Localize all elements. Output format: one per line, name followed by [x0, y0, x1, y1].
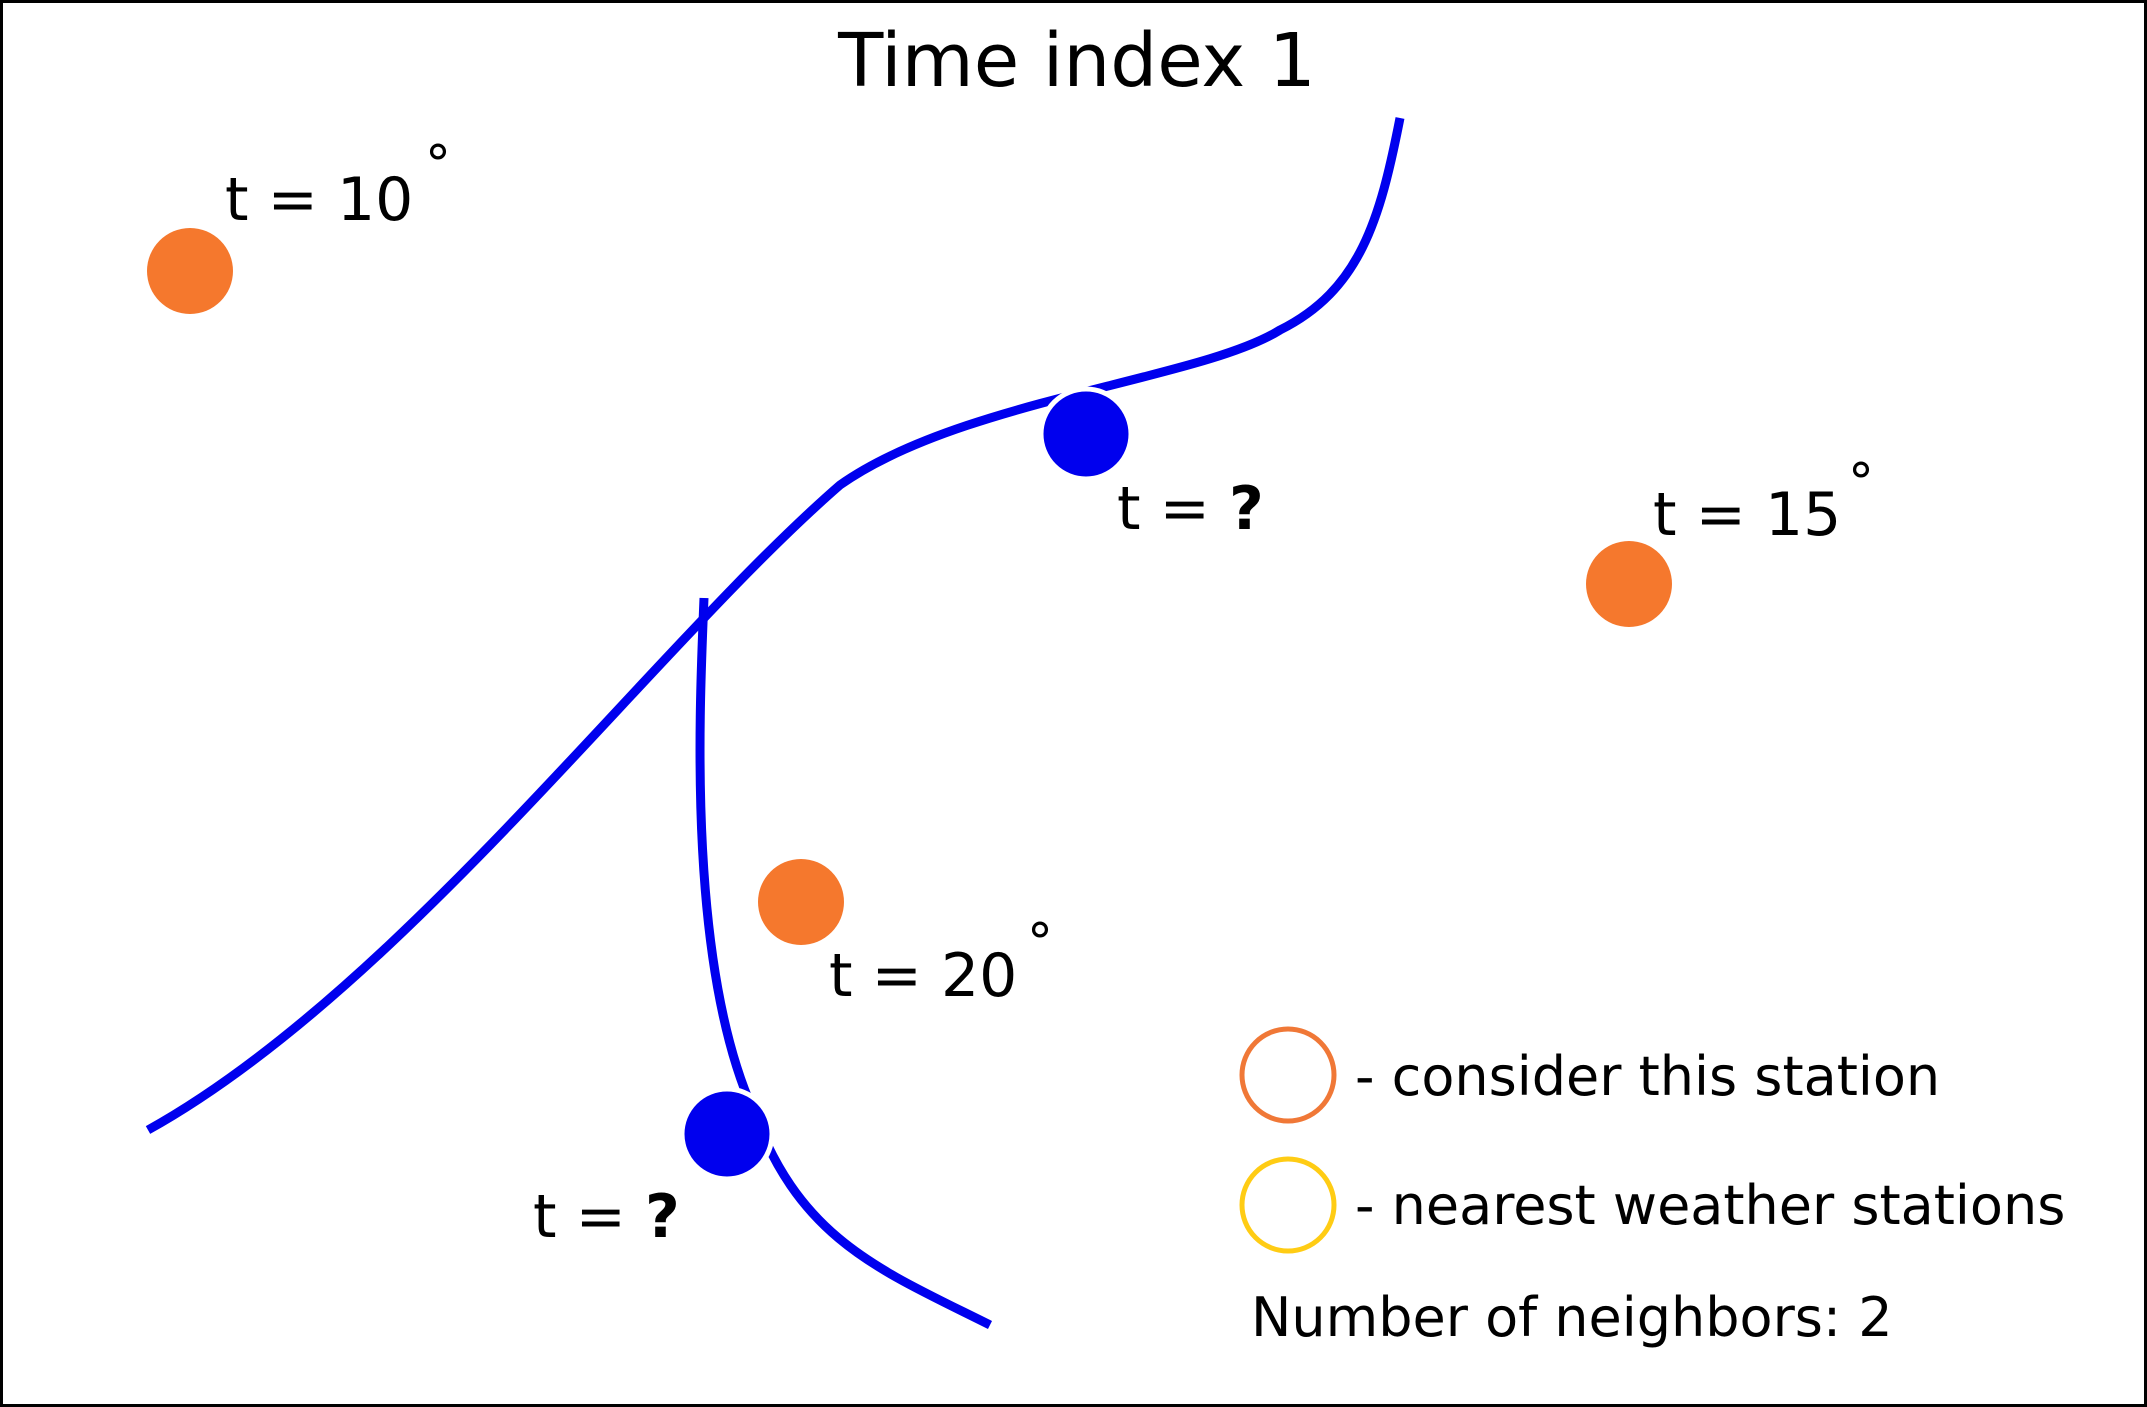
- station-label-prefix: t =: [829, 941, 941, 1011]
- degree-symbol: °: [1848, 453, 1874, 513]
- degree-symbol: °: [1027, 913, 1053, 973]
- query-point-icon: [1038, 386, 1134, 482]
- river-branch-line: [695, 597, 993, 1330]
- query-label-value: ?: [645, 1182, 680, 1252]
- legend-consider-label: - consider this station: [1355, 1045, 1940, 1108]
- query-point-icon: [679, 1086, 775, 1182]
- station-label-value: 15: [1765, 480, 1841, 550]
- station-label-prefix: t =: [225, 165, 337, 235]
- river-main-line: [145, 117, 1405, 1134]
- legend: - consider this station - nearest weathe…: [1239, 1026, 2065, 1349]
- svg-text:t = ?: t = ?: [533, 1182, 680, 1252]
- query-point-lower: t = ?: [533, 1086, 775, 1252]
- query-label-value: ?: [1229, 474, 1264, 544]
- nearest-station-ring-icon: [1239, 1156, 1337, 1254]
- station-label-prefix: t =: [1653, 480, 1765, 550]
- legend-neighbors-label: Number of neighbors: 2: [1251, 1286, 1893, 1349]
- station-east: t = 15 °: [1586, 453, 1874, 627]
- query-point-upper: t = ?: [1038, 386, 1264, 544]
- svg-text:t = 15: t = 15: [1653, 480, 1841, 550]
- svg-text:t = 20: t = 20: [829, 941, 1017, 1011]
- legend-nearest-label: - nearest weather stations: [1355, 1174, 2065, 1237]
- station-northwest: t = 10 °: [147, 135, 451, 314]
- consider-station-ring-icon: [1239, 1026, 1337, 1124]
- svg-text:t = 10: t = 10: [225, 165, 413, 235]
- diagram-title: Time index 1: [837, 18, 1316, 104]
- station-icon: [1586, 541, 1672, 627]
- station-label-value: 10: [337, 165, 413, 235]
- query-label-prefix: t =: [1117, 474, 1229, 544]
- station-icon: [758, 859, 844, 945]
- station-label-value: 20: [941, 941, 1017, 1011]
- station-south: t = 20 °: [758, 859, 1053, 1011]
- svg-text:t = ?: t = ?: [1117, 474, 1264, 544]
- station-icon: [147, 228, 233, 314]
- query-label-prefix: t =: [533, 1182, 645, 1252]
- degree-symbol: °: [425, 135, 451, 195]
